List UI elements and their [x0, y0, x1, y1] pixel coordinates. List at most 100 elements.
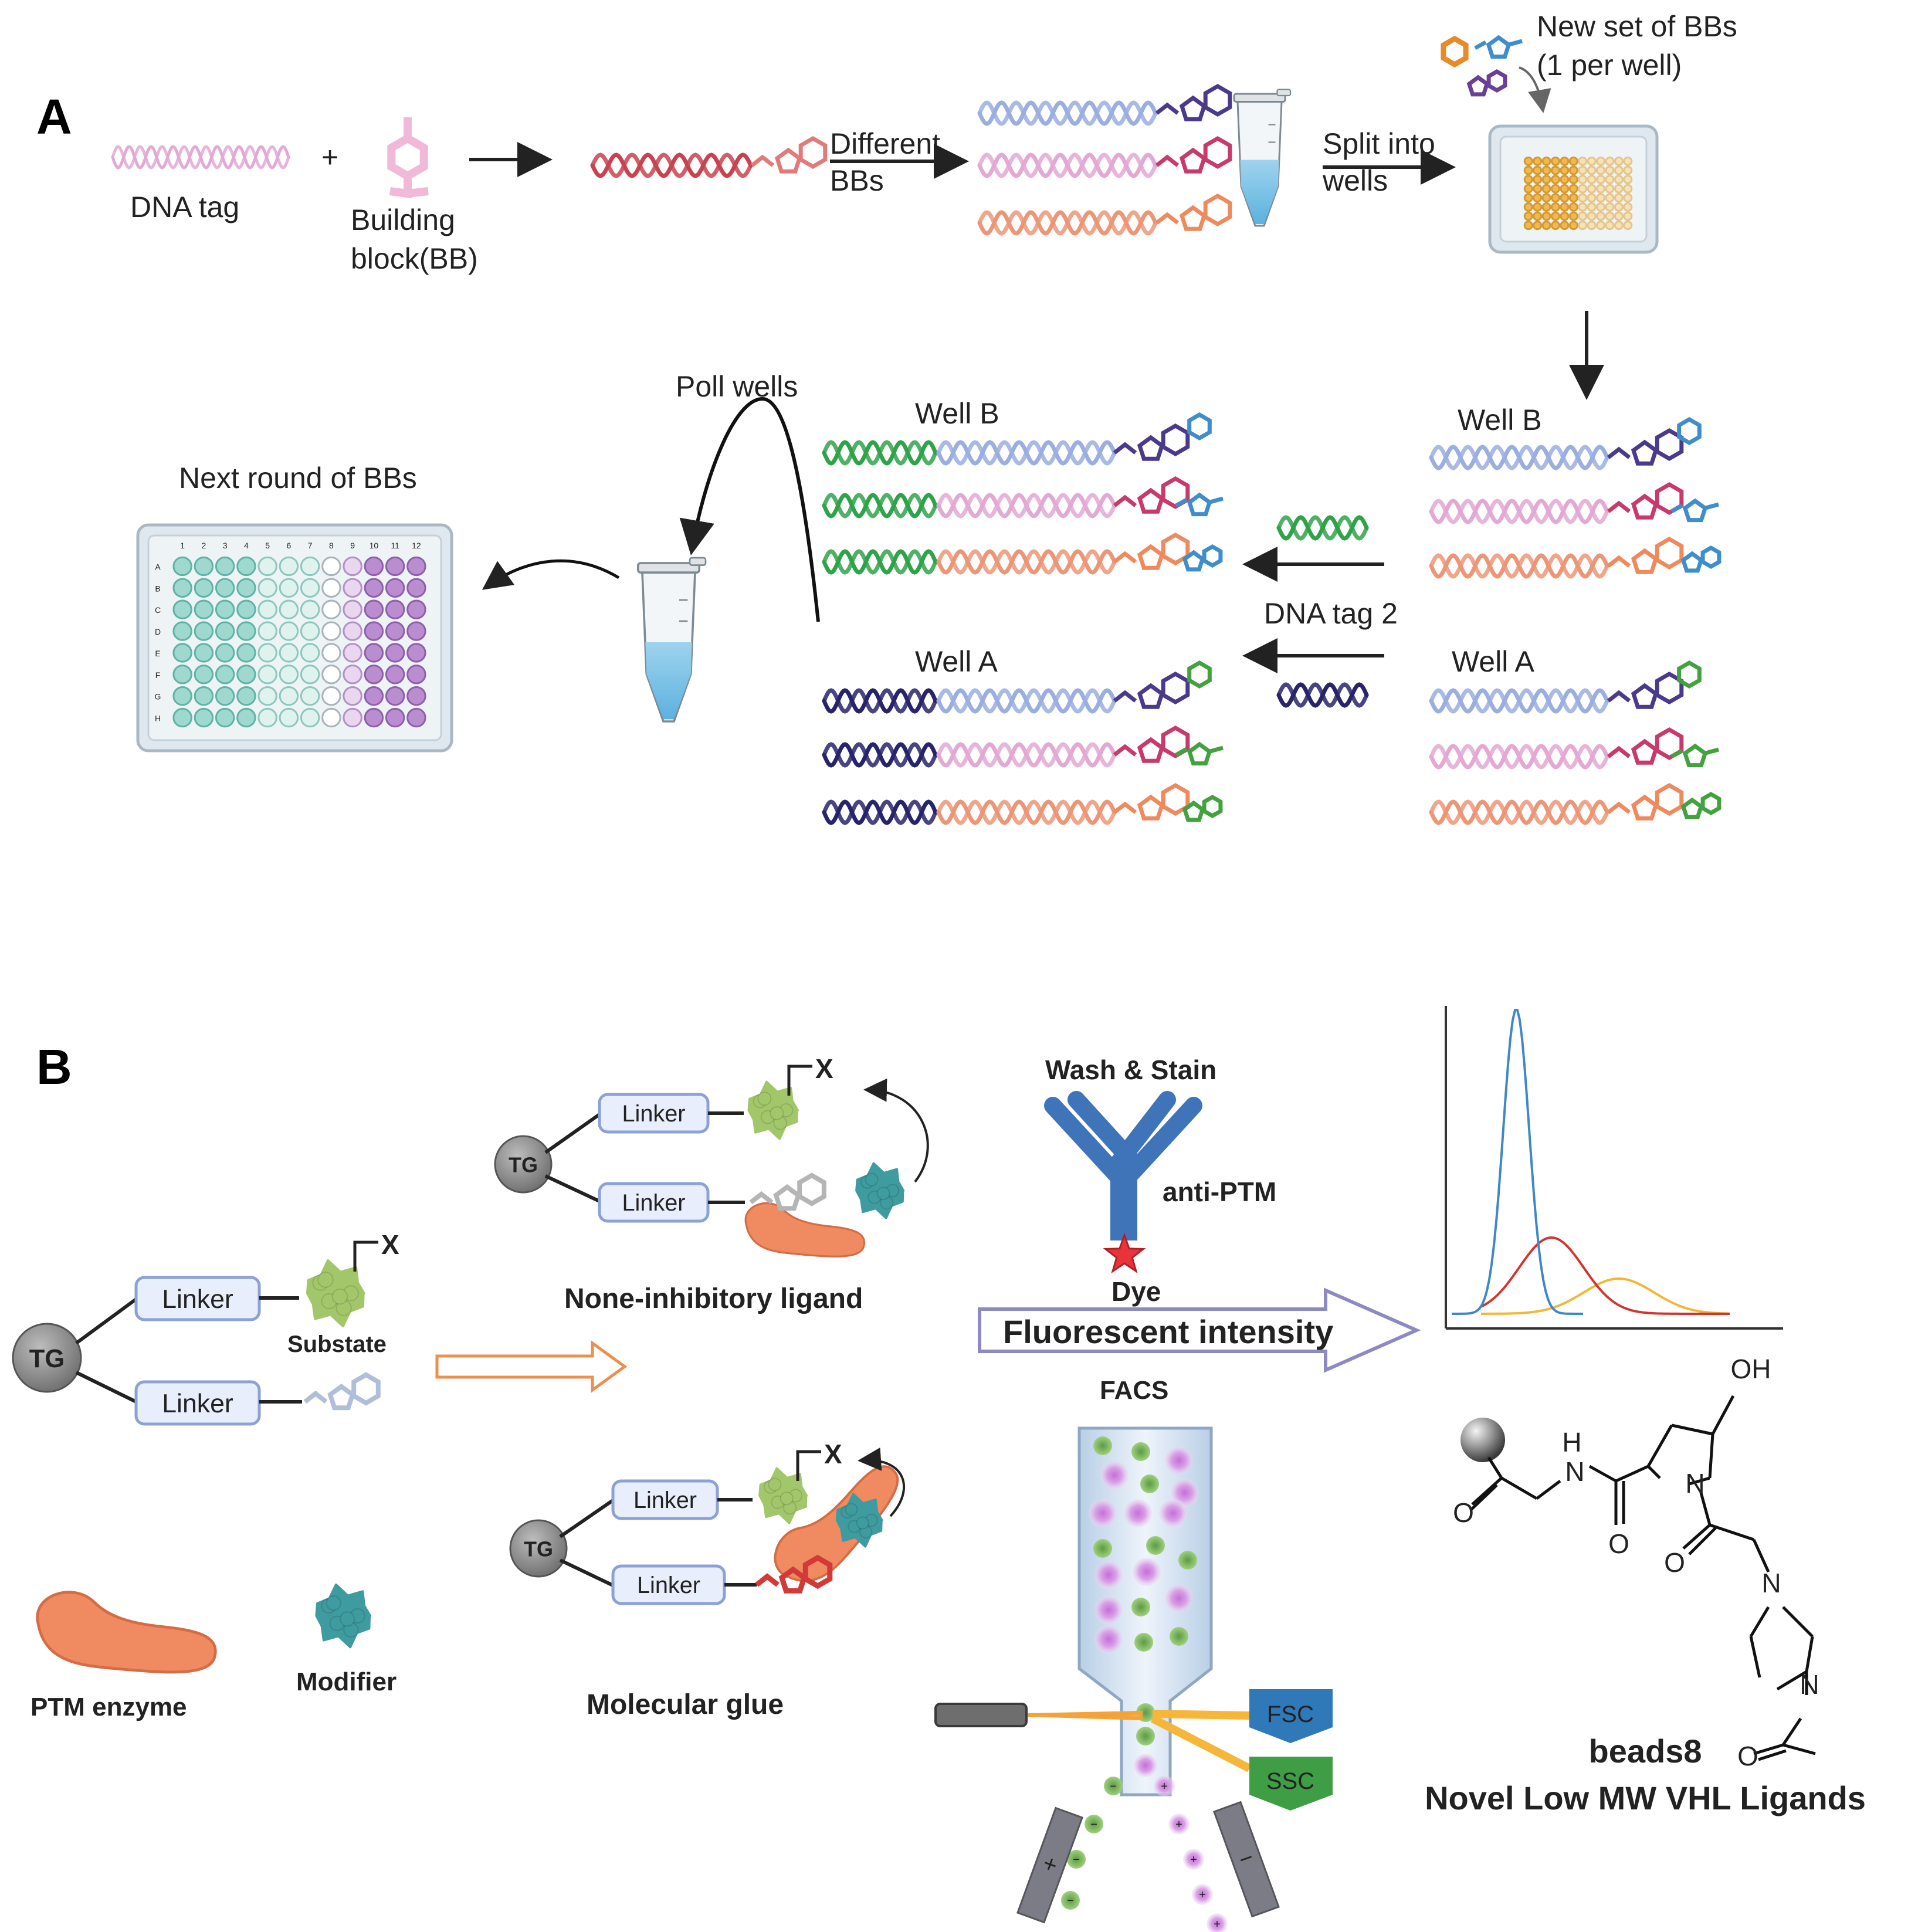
plate-well	[257, 578, 277, 598]
cell-purple	[1159, 1499, 1187, 1527]
plate-well	[406, 578, 426, 598]
bond	[1805, 1636, 1814, 1672]
plate-well	[1578, 211, 1588, 221]
plate-well	[364, 665, 384, 684]
plate-well	[364, 686, 384, 706]
plate-well	[1623, 184, 1633, 194]
cell-purple	[1094, 1596, 1123, 1624]
n-atom-2: N	[1685, 1468, 1704, 1499]
plate-row-label: F	[155, 670, 161, 680]
wellb-l-bb-2	[1113, 532, 1190, 570]
plate-well	[1623, 221, 1633, 231]
plate-well	[1533, 184, 1543, 194]
plate-well	[1605, 202, 1615, 212]
plate-well	[406, 707, 426, 728]
plate-well	[1614, 156, 1624, 166]
wellb-l-bb-1	[1113, 476, 1190, 514]
plate-well	[343, 686, 362, 706]
plate-well	[1614, 211, 1624, 221]
o-atom-2: O	[1608, 1528, 1629, 1559]
dna-blue-1	[977, 100, 1158, 126]
plate-well	[385, 665, 405, 684]
wella-r-bb1	[1607, 671, 1684, 709]
dna-tag-helix	[111, 145, 290, 170]
plate-well	[1550, 211, 1560, 221]
plate-well	[1623, 165, 1633, 175]
dye-label: Dye	[1112, 1276, 1161, 1307]
plate-well	[1550, 165, 1560, 175]
plate-well	[1550, 184, 1560, 194]
bond	[1689, 1476, 1710, 1486]
tg-label: TG	[29, 1345, 65, 1373]
poll-wells-label: Poll wells	[676, 370, 798, 403]
tg-top-bond-2	[544, 1174, 601, 1203]
plate-well	[343, 599, 362, 619]
plate-well	[1587, 193, 1597, 203]
wella-l-bb-1	[1113, 725, 1190, 763]
wellb-r-bb1	[1607, 428, 1684, 466]
plate-well	[172, 686, 192, 706]
plate-well	[1523, 221, 1533, 231]
plate-well	[172, 665, 192, 684]
bond	[1536, 1480, 1561, 1500]
wella-r-orange	[1429, 799, 1609, 825]
poll-wells-arrow	[679, 396, 820, 622]
plate-well	[172, 578, 192, 598]
cell-green	[1178, 1551, 1197, 1570]
cell-green	[1140, 1475, 1159, 1493]
plate-well	[364, 707, 384, 728]
wellb-r-blue	[1429, 445, 1609, 470]
plate-well	[236, 556, 256, 577]
wella-r-pink	[1429, 744, 1609, 770]
bond	[1711, 1395, 1735, 1435]
plate-well	[364, 643, 384, 663]
o-atom-4: O	[1737, 1741, 1758, 1771]
cell-purple	[1094, 1625, 1123, 1653]
wellb-l-ring-1	[1175, 492, 1224, 517]
plate-well	[1614, 193, 1624, 203]
plate-well	[1596, 156, 1606, 166]
bond	[1749, 1636, 1761, 1678]
plate-top	[1488, 124, 1659, 254]
cell-green	[1134, 1633, 1153, 1652]
plate-well	[406, 599, 426, 619]
plate-well	[172, 621, 192, 641]
plate-well	[385, 599, 405, 619]
cell-green	[1136, 1727, 1155, 1745]
tg-left: TG	[12, 1323, 82, 1393]
plate-well	[1523, 175, 1533, 185]
bond	[1783, 1743, 1816, 1755]
plate-well	[1533, 202, 1543, 212]
curved-arrow-top	[863, 1078, 929, 1183]
tg-bottom-bond-1	[559, 1499, 614, 1538]
bb-purple-1	[1155, 83, 1232, 121]
wellb-r-orange	[1429, 553, 1609, 579]
bond	[1709, 1523, 1754, 1541]
droplet-purple	[1207, 1913, 1228, 1932]
plate-row-label: C	[155, 605, 161, 615]
x-flag-left: X	[353, 1229, 399, 1272]
x-mark: X	[824, 1439, 842, 1469]
plate-well	[321, 665, 341, 684]
wella-l-dna-2	[936, 799, 1117, 825]
plate-well	[1596, 165, 1606, 175]
wella-r-blue	[1429, 688, 1609, 714]
bb-red-glue	[755, 1554, 833, 1594]
plate-well	[1596, 202, 1606, 212]
tg-left-bond-2	[75, 1371, 137, 1404]
wella-l-ring-2	[1182, 794, 1223, 822]
bond	[1671, 1423, 1713, 1436]
plate-well	[172, 599, 192, 619]
plate-well	[1578, 193, 1588, 203]
plate-well	[1605, 211, 1615, 221]
cell-purple	[1171, 1479, 1199, 1507]
plate-well	[1596, 175, 1606, 185]
plate-well	[1568, 221, 1578, 231]
plate-well	[1541, 211, 1551, 221]
ptm-enzyme-icon	[36, 1591, 217, 1674]
plate-well	[385, 707, 405, 728]
linker-top-2: Linker	[598, 1182, 710, 1223]
cell-green	[1093, 1436, 1112, 1455]
sorted-droplets: −−−−+++++	[1061, 1775, 1228, 1932]
plate-col-label: 10	[370, 541, 379, 550]
